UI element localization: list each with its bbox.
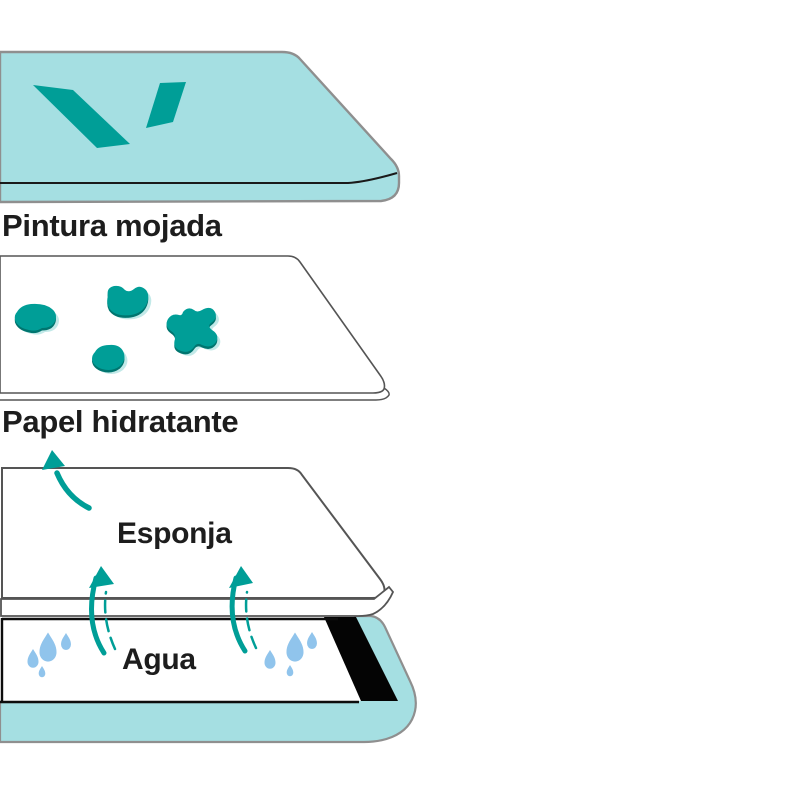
evaporation-arrow [42,450,92,511]
absorption-arrow-right [229,566,258,654]
wet-paint-slab [0,50,401,204]
label-esponja: Esponja [117,517,232,550]
brand-v-logo-icon [33,82,186,148]
water-tray [0,614,417,744]
label-papel-hidratante: Papel hidratante [2,404,239,439]
tray-shadow-band [324,617,398,701]
label-pintura-mojada: Pintura mojada [2,208,222,243]
absorption-arrow-left [89,566,117,656]
sponge-slab [0,467,395,617]
blotting-paper-sheet [0,255,390,401]
label-agua: Agua [122,643,196,676]
